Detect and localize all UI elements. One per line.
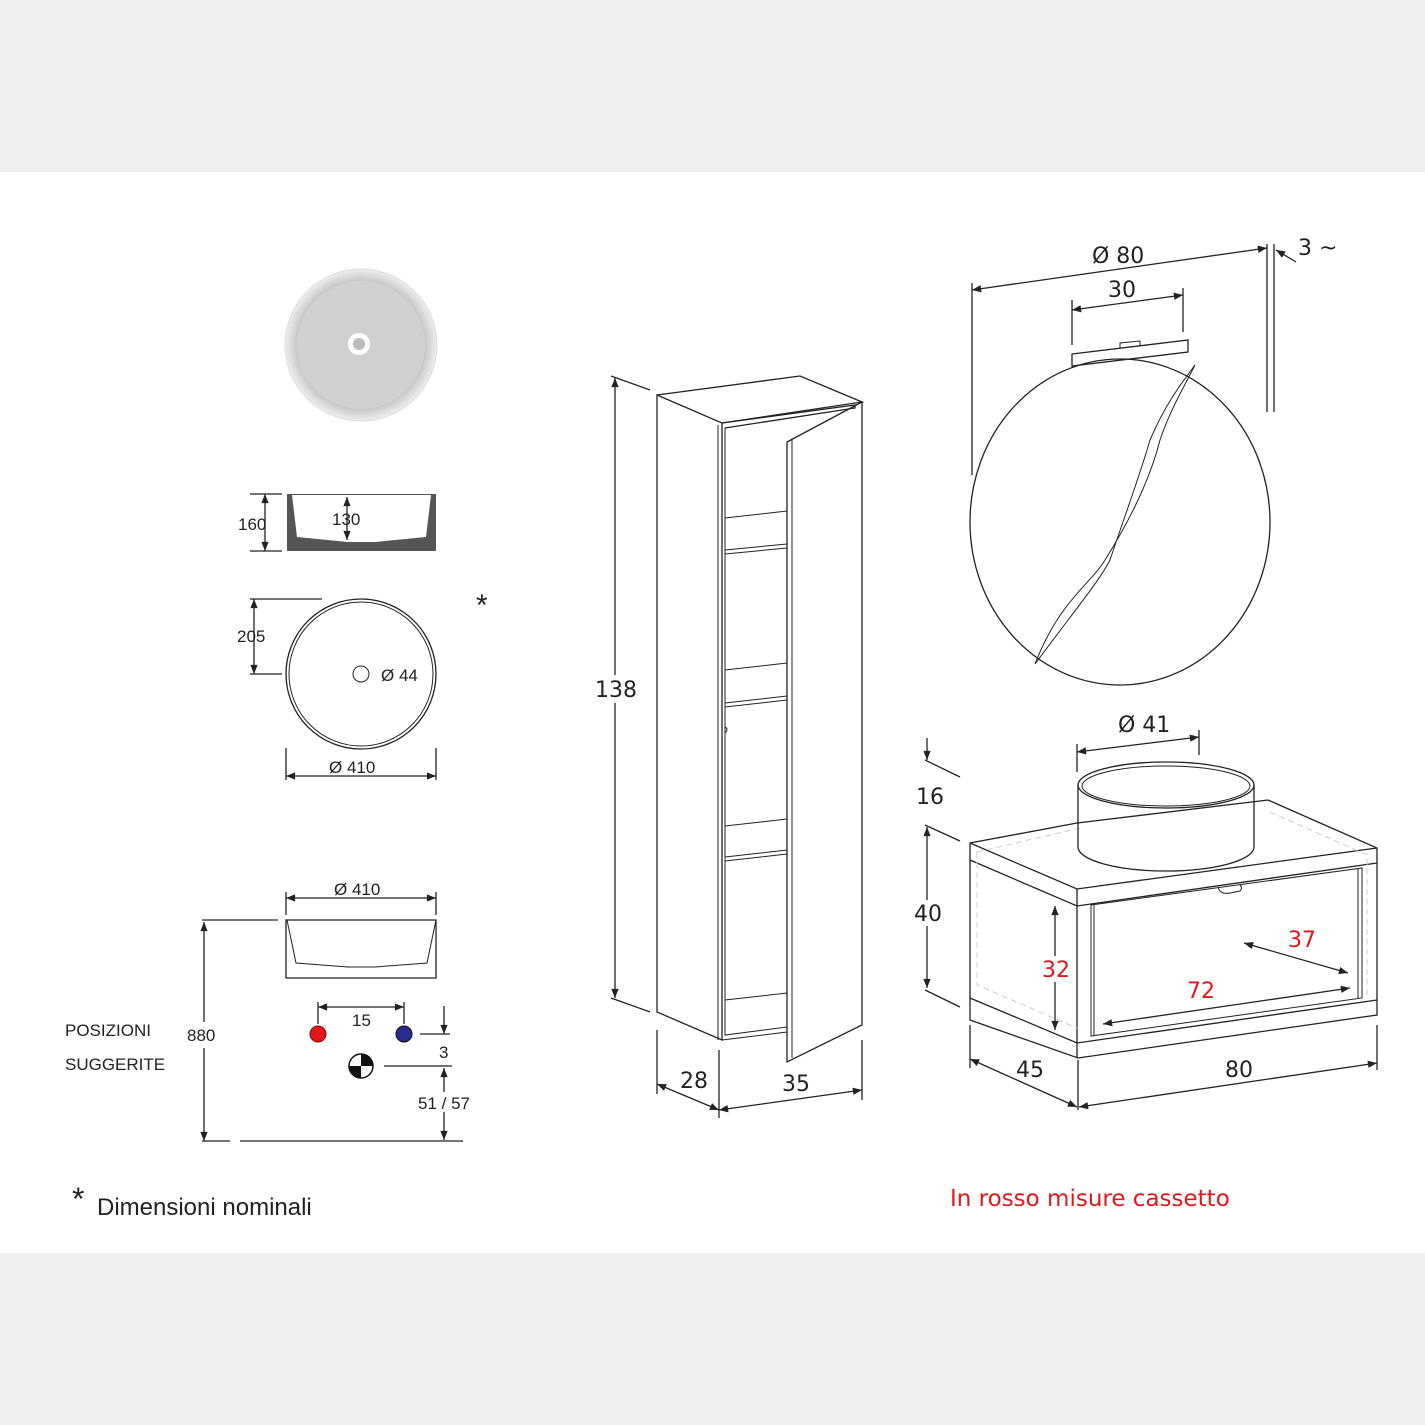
side-diameter-label: Ø 410 — [334, 880, 380, 899]
drain-position-icon — [348, 1053, 374, 1079]
column-width-label: 35 — [782, 1072, 810, 1097]
top-band — [0, 0, 1425, 172]
vanity-height-label: 40 — [914, 902, 942, 927]
vanity-basin-diameter-label: Ø 41 — [1118, 713, 1170, 738]
column-height-label: 138 — [595, 678, 637, 703]
vanity-width-label: 80 — [1225, 1058, 1253, 1083]
hot-water-icon — [309, 1025, 327, 1043]
footnote-text: Dimensioni nominali — [97, 1194, 312, 1221]
positions-title-line1: POSIZIONI — [65, 1021, 151, 1040]
column-cabinet: 138 28 35 — [595, 375, 865, 1118]
basin-diameter-label: Ø 410 — [329, 758, 375, 777]
basin-plan: 205 Ø 44 Ø 410 * — [237, 589, 488, 780]
drain-height-label: 51 / 57 — [418, 1094, 470, 1113]
nominal-asterisk: * — [476, 589, 488, 622]
round-mirror: Ø 80 30 3 ~ — [969, 236, 1337, 686]
basin-height-label: 160 — [238, 515, 266, 534]
drain-offset-label: 205 — [237, 627, 265, 646]
cold-water-icon — [395, 1025, 413, 1043]
mirror-thickness-label: 3 ~ — [1298, 236, 1337, 261]
basin-section: 160 130 — [238, 493, 436, 552]
footnote-asterisk: * — [72, 1181, 84, 1217]
drain-diameter-label: Ø 44 — [381, 666, 418, 685]
tap-spacing-label: 15 — [352, 1011, 371, 1030]
installation-height-label: 880 — [187, 1026, 215, 1045]
suggested-positions: Ø 410 880 POSIZIONI SUGGERITE 15 3 51 / … — [65, 880, 472, 1142]
column-depth-label: 28 — [680, 1069, 708, 1094]
vanity-depth-label: 45 — [1016, 1058, 1044, 1083]
drawer-depth-label: 37 — [1288, 928, 1316, 953]
drawing-area — [0, 172, 1425, 1253]
lamp-width-label: 30 — [1108, 278, 1136, 303]
drawer-height-label: 32 — [1042, 958, 1070, 983]
basin-depth-label: 130 — [332, 510, 360, 529]
basin-top-render — [284, 268, 438, 422]
positions-title-line2: SUGGERITE — [65, 1055, 165, 1074]
red-measurements-note: In rosso misure cassetto — [950, 1186, 1230, 1212]
vanity-basin-height-label: 16 — [916, 785, 944, 810]
drain-offset-3-label: 3 — [439, 1043, 448, 1062]
vanity-unit: Ø 41 16 40 45 80 32 37 72 — [912, 713, 1378, 1110]
bottom-band — [0, 1253, 1425, 1425]
mirror-diameter-label: Ø 80 — [1092, 244, 1144, 269]
drawer-width-label: 72 — [1187, 979, 1215, 1004]
